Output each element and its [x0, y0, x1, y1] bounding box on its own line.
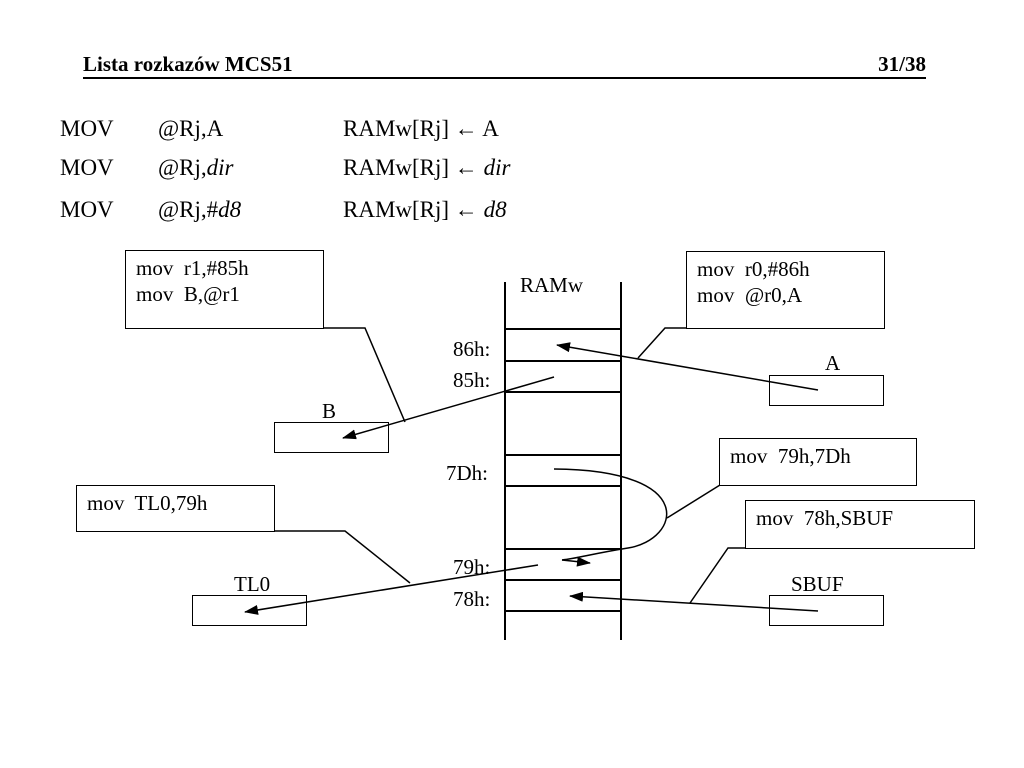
- code-box-mov-79h: mov 79h,7Dh: [719, 438, 917, 486]
- data-flow-arrows: [244, 342, 819, 615]
- address-label: 7Dh:: [446, 461, 488, 485]
- code-box-mov-b: mov r1,#85h mov B,@r1: [125, 250, 324, 329]
- operand: @Rj,A: [158, 116, 224, 141]
- opcode: MOV: [60, 197, 114, 222]
- arrow-a-to-86h: [556, 342, 819, 391]
- arrow-79h-to-tl0: [244, 564, 539, 615]
- opcode: MOV: [60, 155, 114, 180]
- operand: @Rj,dir: [158, 155, 234, 180]
- memory-title: RAMw: [520, 273, 584, 297]
- operand: @Rj,#d8: [158, 197, 242, 222]
- register-a-label: A: [825, 351, 841, 375]
- code-box-mov-tl0: mov TL0,79h: [76, 485, 275, 532]
- effect: RAMw[Rj] ← d8: [343, 197, 507, 222]
- register-b-label: B: [322, 399, 337, 423]
- register-a-box: [769, 375, 884, 406]
- code-box-mov-a: mov r0,#86h mov @r0,A: [686, 251, 885, 329]
- page-title: Lista rozkazów MCS51: [83, 52, 293, 76]
- header-underline: [83, 77, 926, 79]
- register-tl0-label: TL0: [234, 572, 271, 596]
- page-number: 31/38: [878, 52, 926, 76]
- opcode: MOV: [60, 116, 114, 141]
- arrow-85h-to-b: [342, 376, 555, 440]
- register-sbuf-box: [769, 595, 884, 626]
- effect: RAMw[Rj] ← A: [343, 116, 499, 141]
- register-b-box: [274, 422, 389, 453]
- address-label: 86h:: [453, 337, 491, 361]
- address-label: 78h:: [453, 587, 491, 611]
- address-label: 85h:: [453, 368, 491, 392]
- register-sbuf-label: SBUF: [791, 572, 844, 596]
- arrow-7dh-to-79h: [561, 556, 591, 567]
- arrow-sbuf-to-78h: [569, 591, 819, 612]
- callout-leaders: [274, 327, 745, 604]
- memory-cell-separators: [505, 328, 621, 612]
- register-tl0-box: [192, 595, 307, 626]
- effect: RAMw[Rj] ← dir: [343, 155, 511, 180]
- code-box-mov-78h: mov 78h,SBUF: [745, 500, 975, 549]
- address-label: 79h:: [453, 555, 491, 579]
